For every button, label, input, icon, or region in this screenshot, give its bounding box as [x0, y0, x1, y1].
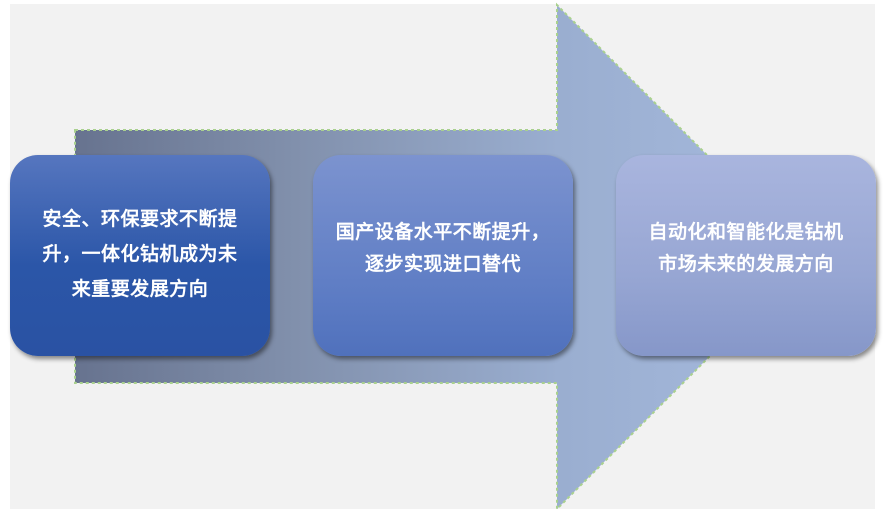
step-1-line-1: 安全、环保要求不断提 [42, 208, 238, 230]
step-1-text: 安全、环保要求不断提 升，一体化钻机成为未 来重要发展方向 [42, 202, 237, 307]
step-2-line-2: 逐步实现进口替代 [364, 252, 521, 275]
step-1-line-3: 来重要发展方向 [71, 278, 209, 300]
step-2-text: 国产设备水平不断提升， 逐步实现进口替代 [336, 216, 551, 280]
step-3-line-2: 市场未来的发展方向 [658, 252, 834, 275]
step-box-1: 安全、环保要求不断提 升，一体化钻机成为未 来重要发展方向 [10, 155, 270, 356]
step-3-text: 自动化和智能化是钻机 市场未来的发展方向 [648, 216, 843, 280]
step-2-line-1: 国产设备水平不断提升， [335, 220, 551, 243]
step-1-line-2: 升，一体化钻机成为未 [42, 243, 238, 265]
step-box-2: 国产设备水平不断提升， 逐步实现进口替代 [313, 155, 573, 356]
step-3-line-1: 自动化和智能化是钻机 [648, 220, 844, 243]
step-box-3: 自动化和智能化是钻机 市场未来的发展方向 [616, 155, 876, 356]
